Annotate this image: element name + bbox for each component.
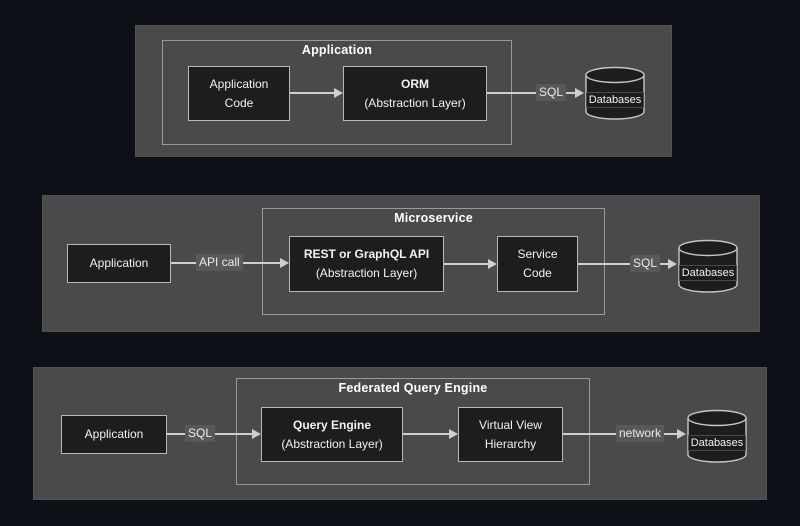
node-line: (Abstraction Layer) — [315, 266, 418, 280]
edge-label-sql: SQL — [630, 255, 661, 272]
arrow-appcode-to-orm — [290, 92, 334, 94]
application-subgraph-title: Application — [301, 43, 373, 57]
cylinder-label-wrap: Databases — [584, 79, 646, 121]
node-line: (Abstraction Layer) — [281, 436, 383, 451]
node-line: Application — [84, 427, 144, 442]
databases-cylinder: Databases — [686, 409, 748, 464]
cylinder-label-wrap: Databases — [686, 422, 748, 464]
edge-label-sql: SQL — [536, 84, 567, 101]
databases-cylinder: Databases — [677, 239, 739, 294]
node-application-code: Application Code — [188, 66, 290, 121]
node-service-code: Service Code — [497, 236, 578, 292]
node-line: Virtual View — [479, 417, 542, 432]
edge-label-api-call: API call — [196, 254, 243, 271]
node-line: Query Engine — [292, 417, 372, 432]
federated-subgraph-border — [236, 378, 590, 485]
arrow-engine-to-virtual-view — [403, 433, 449, 435]
node-orm-abstraction-layer: ORM (Abstraction Layer) — [343, 66, 487, 121]
cylinder-label-wrap: Databases — [677, 252, 739, 294]
node-application: Application — [67, 244, 171, 283]
databases-label: Databases — [687, 435, 747, 451]
node-line: Service — [517, 247, 558, 262]
node-application: Application — [61, 415, 167, 454]
edge-label-network: network — [616, 425, 665, 442]
edge-label-sql: SQL — [185, 425, 216, 442]
node-virtual-view-hierarchy: Virtual View Hierarchy — [458, 407, 563, 462]
databases-cylinder: Databases — [584, 66, 646, 121]
databases-label: Databases — [585, 92, 645, 108]
arrow-orm-to-databases — [487, 92, 575, 94]
node-line: Hierarchy — [484, 436, 537, 451]
node-line: Code — [224, 95, 254, 110]
databases-label: Databases — [678, 265, 738, 281]
node-line: Application — [89, 256, 149, 271]
node-query-engine: Query Engine (Abstraction Layer) — [261, 407, 403, 462]
microservice-subgraph-title: Microservice — [394, 211, 473, 225]
arrow-api-to-service-code — [444, 263, 488, 265]
node-line: (Abstraction Layer) — [364, 95, 466, 110]
node-line: REST or GraphQL API — [303, 247, 430, 262]
federated-subgraph-title: Federated Query Engine — [338, 381, 488, 395]
node-line: Code — [523, 266, 552, 280]
node-rest-graphql-api: REST or GraphQL API (Abstraction Layer) — [289, 236, 444, 292]
node-line: ORM — [401, 76, 429, 91]
node-line: Application — [209, 76, 269, 91]
arrow-service-to-databases — [578, 263, 668, 265]
